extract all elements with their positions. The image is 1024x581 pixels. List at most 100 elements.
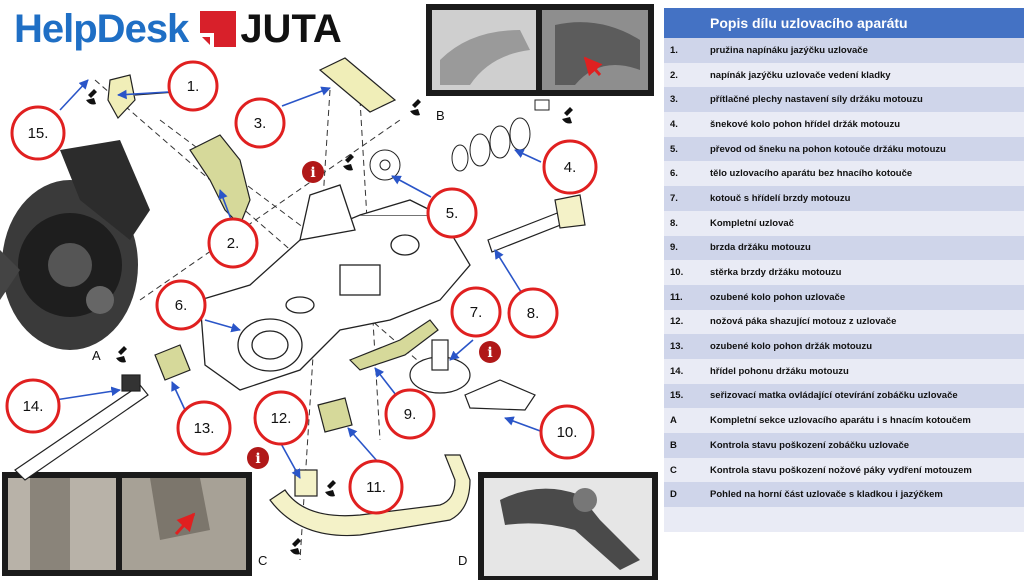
part-number: 3. [670,94,678,106]
pinion-gear-drawing [369,149,401,181]
part-description: Kompletní sekce uzlovacího aparátu i s h… [710,415,971,427]
wrench-hand-icon [343,154,354,171]
knotter-hook-drawing [269,454,471,537]
callout-label-9: 9. [404,406,417,423]
callout-label-11: 11. [366,479,386,496]
juta-logo-mark [200,11,237,47]
table-row: 3. přítlačné plechy nastavení síly držáku… [664,87,1024,113]
part-number: B [670,439,677,451]
callout-circle-1 [167,60,219,112]
spring-drawing [107,74,176,120]
callout-circle-5 [426,187,478,239]
callout-circle-9 [384,388,436,440]
callout-label-2: 2. [227,235,240,252]
table-row: 6. tělo uzlovacího aparátu bez hnacího ko… [664,161,1024,187]
callout-circle-15 [10,105,66,161]
table-row: 8. Kompletní uzlovač [664,210,1024,236]
part-number: 10. [670,267,684,279]
part-number: 12. [670,316,684,328]
table-row: 12. nožová páka shazující motouz z uzlova… [664,309,1024,335]
parts-table: Popis dílu uzlovacího aparátu 1.pružina … [664,8,1024,532]
svg-text:i: i [310,165,315,181]
part-description: tělo uzlovacího aparátu bez hnacího koto… [710,168,913,180]
part-description: Kompletní uzlovač [710,217,794,229]
part-description: přítlačné plechy nastavení síly držáku m… [710,94,923,106]
wrench-hand-icon [410,99,421,116]
table-row: 4. šnekové kolo pohon hřídel držák motouz… [664,112,1024,137]
part-description: nožová páka shazující motouz z uzlovače [710,316,897,328]
part-number: 2. [670,69,678,81]
info-icon: i [479,341,501,363]
callout-circle-11 [348,459,404,515]
callout-label-8: 8. [527,305,540,322]
part-number: 7. [670,192,678,204]
parts-table-header: Popis dílu uzlovacího aparátu [664,8,1024,38]
table-row: 13. ozubené kolo pohon držák motouzu [664,334,1024,359]
callout-circle-10 [539,404,595,460]
callout-circles [5,60,598,515]
parts-table-title: Popis dílu uzlovacího aparátu [710,15,908,31]
table-row: 15.seřizovací matka ovládající otevírání… [664,383,1024,409]
table-row: 1.pružina napínáku jazýčku uzlovače [664,38,1024,63]
wrench-hand-icon [116,346,127,363]
table-row: 2.napínák jazýčku uzlovače vedení kladky [664,62,1024,88]
table-row: B Kontrola stavu poškození zobáčku uzlova… [664,433,1024,458]
shaft-drawing [14,374,149,481]
drive-gears-drawing [154,344,353,433]
knotter-exploded-diagram: B C D [0,4,658,580]
part-description: ozubené kolo pohon držák motouzu [710,341,873,353]
part-description: šnekové kolo pohon hřídel držák motouzu [710,118,901,130]
worm-wheel-drawing [451,99,550,172]
pressure-plates-drawing [318,57,397,113]
table-row: 9.brzda držáku motouzu [664,235,1024,261]
callout-circle-8 [507,287,559,339]
part-description: převod od šneku na pohon kotouče držáku … [710,143,946,155]
callout-circle-3 [234,97,286,149]
table-row: 7.kotouč s hřídelí brzdy motouzu [664,186,1024,211]
part-number: 13. [670,341,684,353]
part-description: stěrka brzdy držáku motouzu [710,267,842,279]
info-icon: i [302,161,324,183]
part-description: Pohled na horní část uzlovače s kladkou … [710,489,943,501]
photo-c-knife-lever-check [2,472,252,576]
table-row: D Pohled na horní část uzlovače s kladkou… [664,482,1024,508]
callout-label-14: 14. [23,398,44,415]
callout-label-12: 12. [271,410,292,427]
part-description: brzda držáku motouzu [710,242,811,254]
tensioner-drawing [189,134,251,227]
photo-d-knotter-top-view [478,472,658,580]
brake-disc-drawing [409,339,536,411]
label-a: A [92,348,101,363]
callout-circle-2 [207,217,259,269]
knotter-shaft-drawing [487,194,586,253]
label-b: B [436,108,445,123]
part-number: 6. [670,168,678,180]
callout-label-6: 6. [175,297,188,314]
part-number: 15. [670,390,684,402]
part-description: Kontrola stavu poškození zobáčku uzlovač… [710,439,910,451]
helpdesk-juta-logo: HelpDesk JUTA [14,6,342,52]
callout-label-4: 4. [564,159,577,176]
callout-circle-12 [253,390,309,446]
part-number: 11. [670,291,683,303]
part-number: D [670,489,677,501]
part-description: pružina napínáku jazýčku uzlovače [710,44,868,56]
part-number: 8. [670,217,678,229]
helpdesk-logo-text: HelpDesk [14,6,189,51]
callout-label-1: 1. [187,78,200,95]
info-icon: i [247,447,269,469]
part-number: 4. [670,118,678,130]
part-description: ozubené kolo pohon uzlovače [710,291,846,303]
callout-labels: 1. 2. 3. 4. 5. 6. 7. 8. 9. 10. 11. 12. 1… [23,78,578,496]
callout-leader-arrows [54,79,544,479]
table-row: 14.hřídel pohonu držáku motouzu [664,358,1024,384]
callout-label-10: 10. [557,424,578,441]
svg-text:i: i [255,451,260,467]
wrench-hand-icon [562,107,573,124]
part-number: 14. [670,365,684,377]
callout-label-7: 7. [470,304,483,321]
label-d: D [458,553,467,568]
part-description: Kontrola stavu poškození nožové páky vyd… [710,464,972,476]
